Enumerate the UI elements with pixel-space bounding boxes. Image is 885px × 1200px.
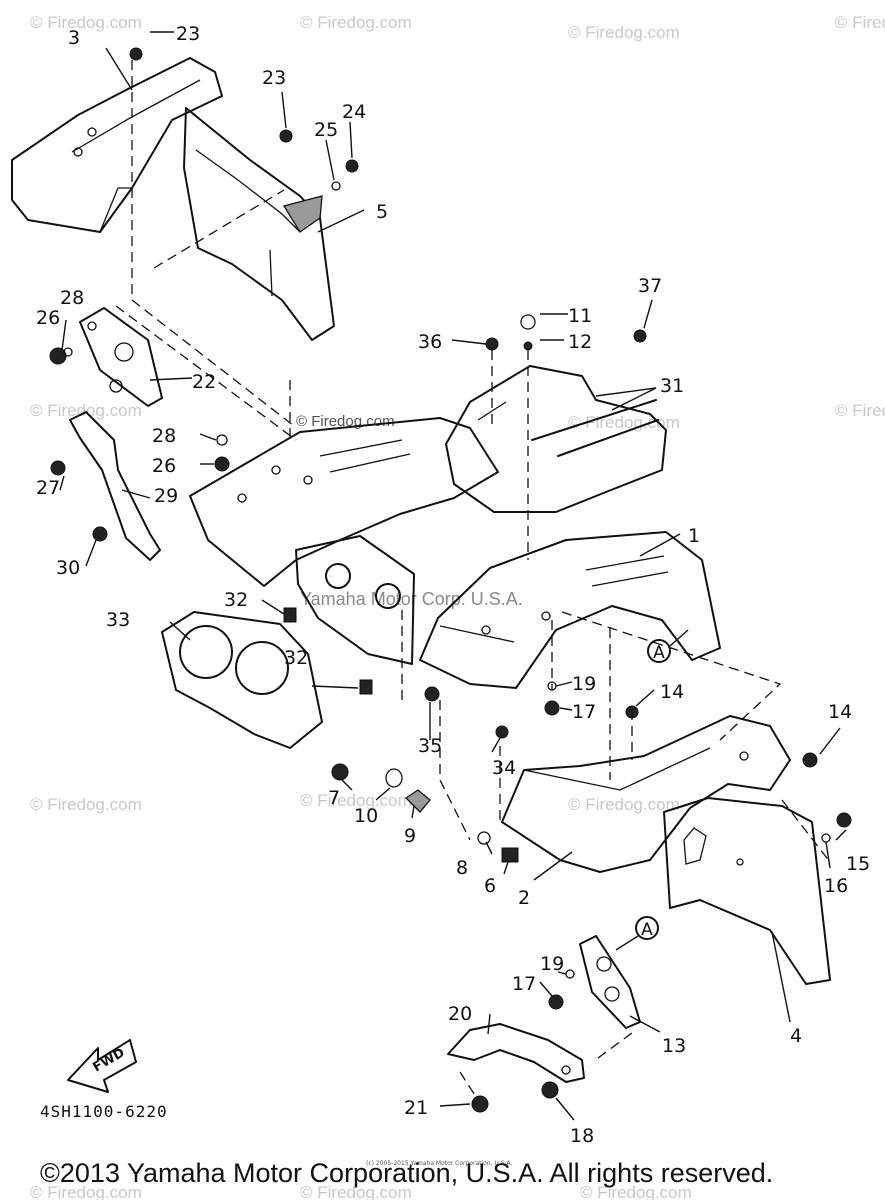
- callout-31: 31: [660, 375, 684, 397]
- diagram-code: 4SH1100-6220: [40, 1102, 168, 1121]
- part-31-seat: [445, 365, 667, 513]
- ref-marker-a: A: [615, 916, 659, 951]
- part-29-stay: [69, 411, 161, 561]
- callout-5: 5: [376, 201, 388, 223]
- callout-23: 23: [262, 67, 286, 89]
- callout-17: 17: [512, 973, 536, 995]
- callout-7: 7: [328, 787, 340, 809]
- callout-37: 37: [638, 275, 662, 297]
- callout-19: 19: [572, 673, 596, 695]
- callout-14: 14: [660, 681, 684, 703]
- callout-2: 2: [518, 887, 530, 909]
- part-1-front-fender: [419, 531, 721, 689]
- watermark: © Firedog.com: [568, 23, 680, 42]
- watermarks: © Firedog.com © Firedog.com © Firedog.co…: [30, 13, 885, 1200]
- callout-13: 13: [662, 1035, 686, 1057]
- callout-20: 20: [448, 1003, 472, 1025]
- callout-15: 15: [846, 853, 870, 875]
- part-22-bracket: [79, 307, 163, 407]
- ref-marker-a: A: [647, 629, 689, 663]
- callout-34: 34: [492, 757, 516, 779]
- callout-11: 11: [568, 305, 592, 327]
- callout-17: 17: [572, 701, 596, 723]
- callout-35: 35: [418, 735, 442, 757]
- part-callouts: 1 2 3 4 5 6 7 8 9 10 11 12 13 14 14 15 1…: [36, 23, 870, 1147]
- callout-21: 21: [404, 1097, 428, 1119]
- callout-30: 30: [56, 557, 80, 579]
- watermark: © Firedog.com: [300, 1183, 412, 1200]
- watermark: © Firedog.com: [30, 1183, 142, 1200]
- part-rear-fender: [189, 417, 499, 587]
- watermark: © Firedog.com: [580, 1183, 692, 1200]
- copyright-notice: ©2013 Yamaha Motor Corporation, U.S.A. A…: [40, 1158, 774, 1188]
- callout-8: 8: [456, 857, 468, 879]
- callout-23: 23: [176, 23, 200, 45]
- callout-1: 1: [688, 525, 700, 547]
- part-2-front-cover: [501, 715, 791, 873]
- ref-marker-label: A: [653, 643, 665, 663]
- fine-print: (c) 2005-2015 Yamaha Motor Corporation, …: [366, 1160, 513, 1167]
- callout-33: 33: [106, 609, 130, 631]
- callout-24: 24: [342, 101, 366, 123]
- assembly-guides: [115, 60, 831, 1101]
- part-13-plate: [579, 935, 641, 1029]
- callout-22: 22: [192, 371, 216, 393]
- part-20-bracket: [447, 1023, 585, 1083]
- callout-26: 26: [152, 455, 176, 477]
- part-33-meter-panel: [161, 611, 323, 749]
- callout-4: 4: [790, 1025, 802, 1047]
- watermark: © Firedog.com: [835, 401, 885, 420]
- center-watermark: Yamaha Motor Corp. U.S.A.: [300, 589, 523, 609]
- watermark: © Firedog.com: [568, 795, 680, 814]
- fasteners: [49, 47, 852, 1113]
- watermark: © Firedog.com: [835, 13, 885, 32]
- watermark: © Firedog.com: [30, 795, 142, 814]
- callout-25: 25: [314, 119, 338, 141]
- callout-32: 32: [284, 647, 308, 669]
- callout-9: 9: [404, 825, 416, 847]
- callout-29: 29: [154, 485, 178, 507]
- callout-12: 12: [568, 331, 592, 353]
- callout-10: 10: [354, 805, 378, 827]
- callout-18: 18: [570, 1125, 594, 1147]
- callout-14: 14: [828, 701, 852, 723]
- leader-lines: [59, 31, 847, 1121]
- watermark: © Firedog.com: [300, 791, 412, 810]
- part-5-side-panel: [183, 107, 335, 341]
- part-lamp-bracket: [295, 535, 415, 665]
- callout-36: 36: [418, 331, 442, 353]
- callout-19: 19: [540, 953, 564, 975]
- ref-marker-label: A: [641, 920, 653, 940]
- callout-28: 28: [60, 287, 84, 309]
- callout-16: 16: [824, 875, 848, 897]
- callout-3: 3: [68, 27, 80, 49]
- callout-6: 6: [484, 875, 496, 897]
- watermark: © Firedog.com: [568, 413, 680, 432]
- part-3-rear-cover: [11, 57, 223, 233]
- callout-26: 26: [36, 307, 60, 329]
- fwd-arrow: FWD: [67, 1039, 137, 1093]
- watermark: © Firedog.com: [30, 13, 142, 32]
- callout-28: 28: [152, 425, 176, 447]
- watermark: © Firedog.com: [300, 13, 412, 32]
- part-4-inner-panel: [663, 797, 831, 985]
- callout-32: 32: [224, 589, 248, 611]
- callout-27: 27: [36, 477, 60, 499]
- watermark: © Firedog.com: [30, 401, 142, 420]
